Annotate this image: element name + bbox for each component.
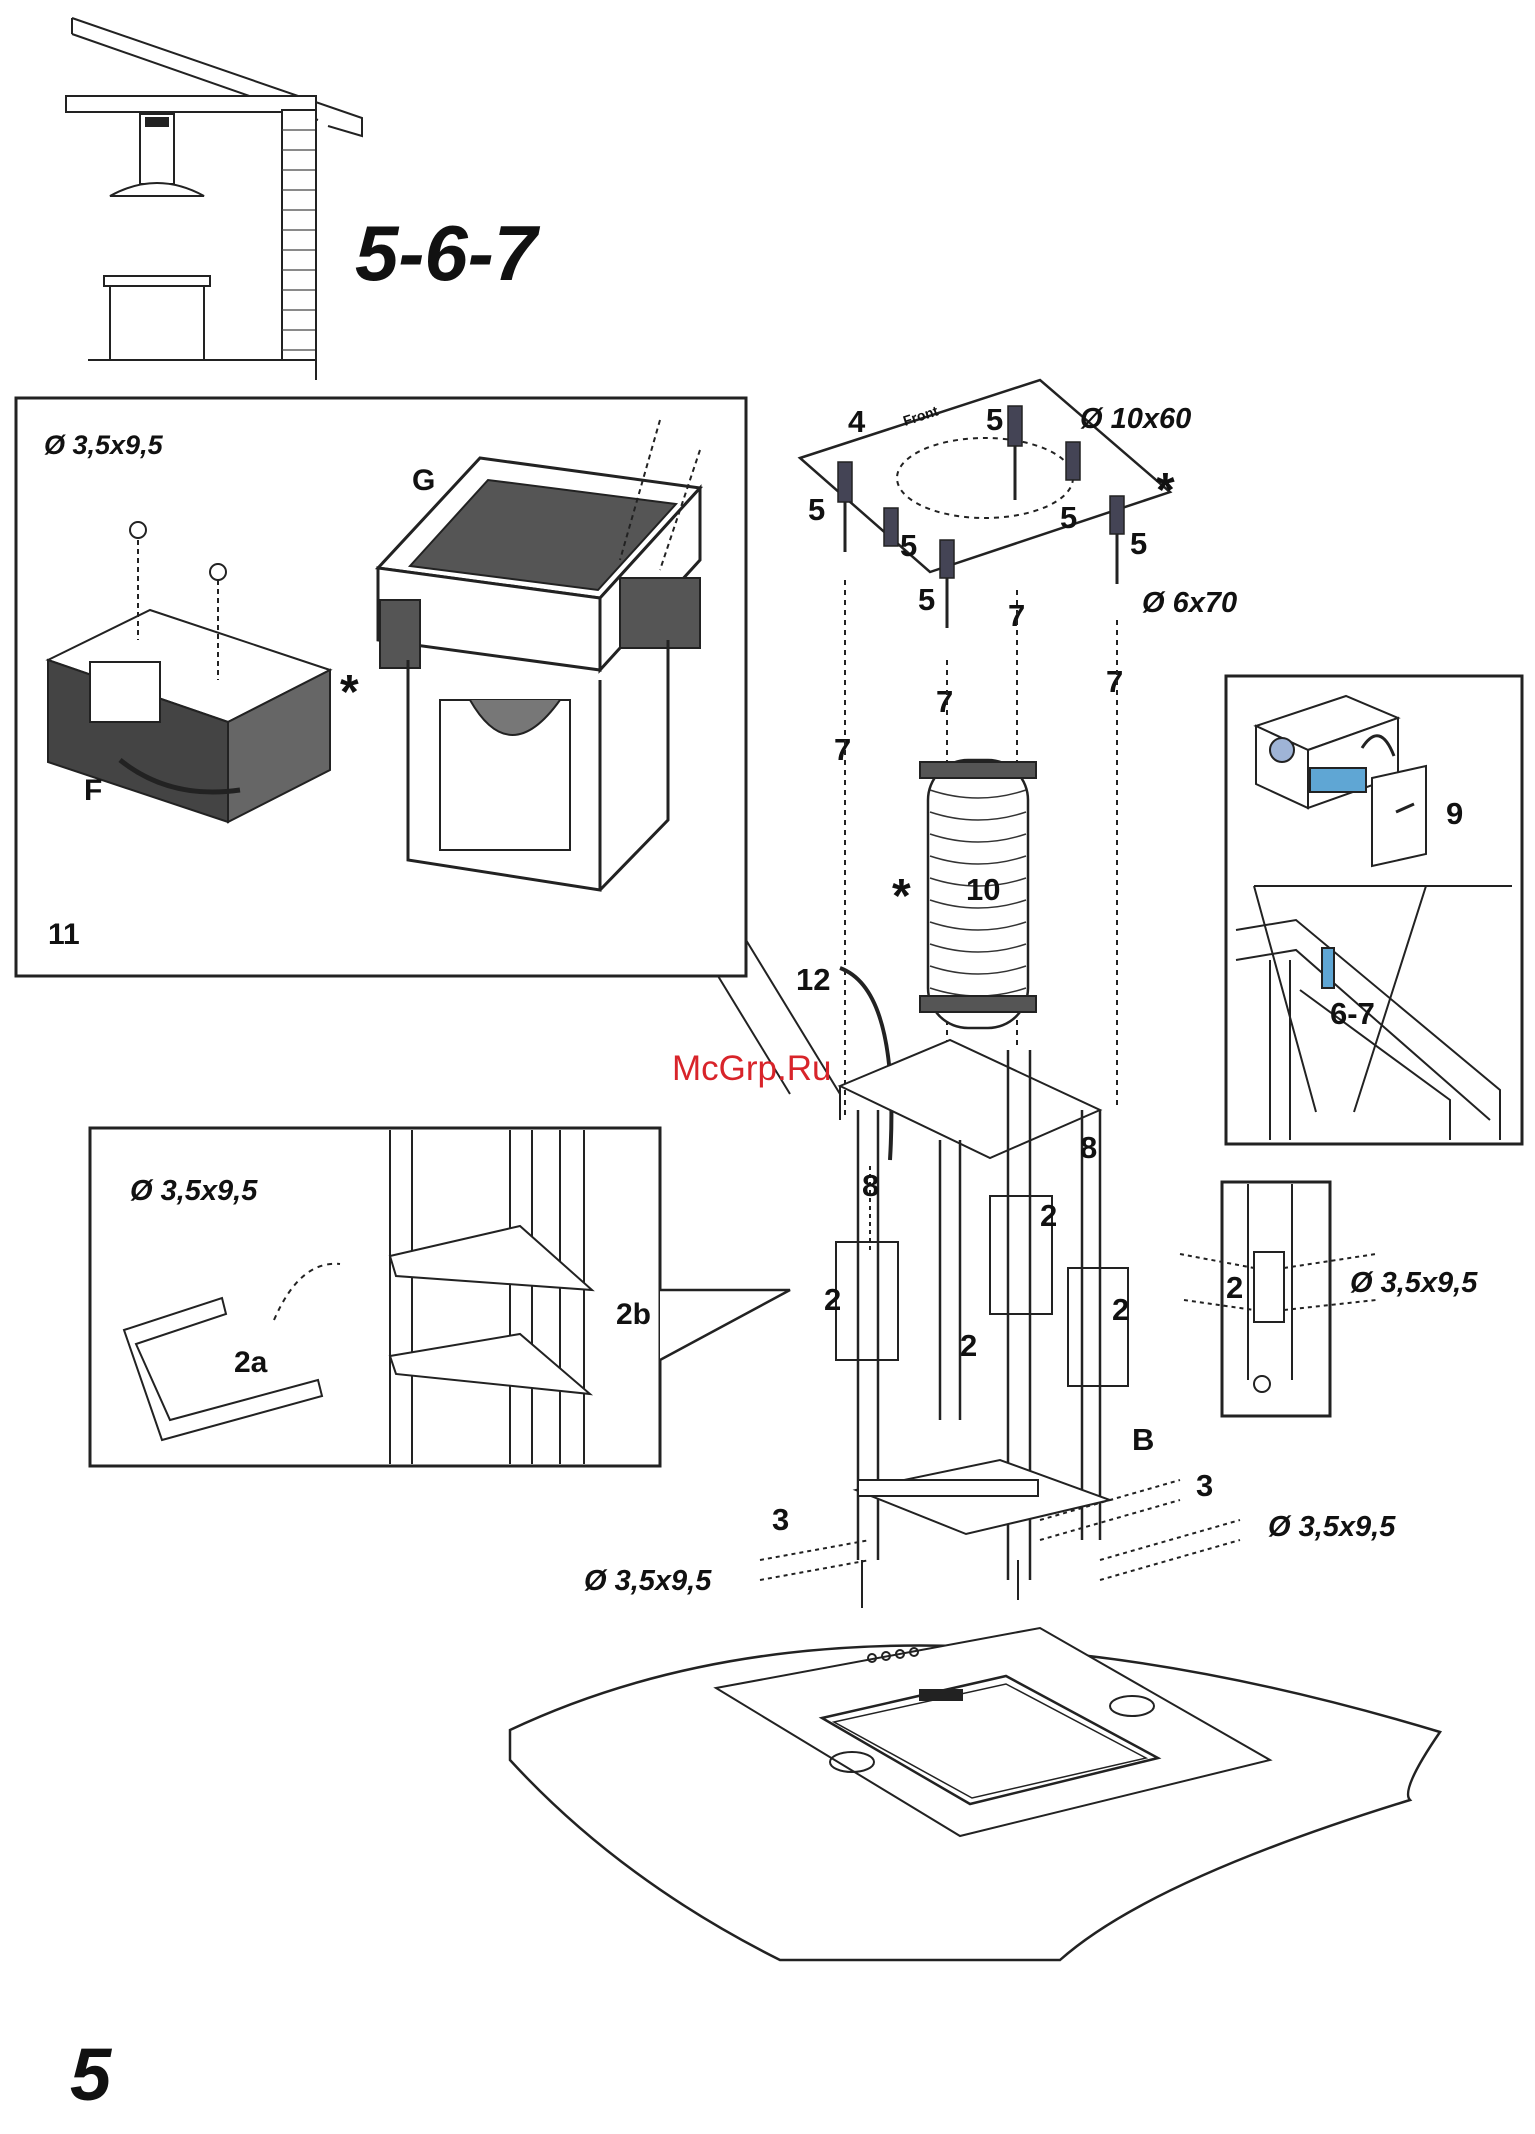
- panel-2-screw-spec: Ø 3,5x9,5: [130, 1175, 258, 1207]
- label-10: 10: [966, 872, 1000, 907]
- support-frame-icon: [836, 1040, 1128, 1580]
- label-12: 12: [796, 962, 830, 997]
- label-3-left: 3: [772, 1502, 789, 1537]
- label-f: F: [84, 774, 102, 807]
- label-7: 7: [936, 684, 953, 719]
- label-5: 5: [918, 582, 935, 617]
- house-sketch-icon: [66, 18, 362, 380]
- label-b: B: [1132, 1422, 1154, 1457]
- panel-11-screw-spec: Ø 3,5x9,5: [44, 430, 164, 460]
- asterisk-f: *: [340, 666, 359, 719]
- label-7: 7: [834, 732, 851, 767]
- label-5: 5: [1130, 526, 1147, 561]
- label-8-right: 8: [1080, 1130, 1097, 1165]
- label-5: 5: [1060, 500, 1077, 535]
- label-5: 5: [986, 402, 1003, 437]
- asterisk-ceiling: *: [1156, 464, 1175, 517]
- label-4: 4: [848, 404, 866, 439]
- page-number: 5: [70, 2033, 113, 2116]
- side-screw-spec: Ø 3,5x9,5: [1350, 1267, 1478, 1299]
- frame-screw-spec-left: Ø 3,5x9,5: [584, 1565, 712, 1597]
- label-7: 7: [1106, 664, 1123, 699]
- step-title: 5-6-7: [355, 209, 541, 297]
- label-2: 2: [960, 1328, 977, 1363]
- label-6-7: 6-7: [1330, 996, 1375, 1031]
- side-label-2: 2: [1226, 1270, 1243, 1305]
- asterisk-duct: *: [892, 870, 911, 923]
- label-5: 5: [808, 492, 825, 527]
- panel-9: [1226, 676, 1522, 1144]
- label-2: 2: [824, 1282, 841, 1317]
- hood-canopy-icon: [510, 1560, 1440, 1960]
- label-2b: 2b: [616, 1298, 651, 1331]
- label-3-right: 3: [1196, 1468, 1213, 1503]
- label-2: 2: [1112, 1292, 1129, 1327]
- screw-spec-6x70: Ø 6x70: [1142, 587, 1237, 619]
- label-9: 9: [1446, 796, 1463, 831]
- label-g: G: [412, 464, 435, 497]
- label-5: 5: [900, 528, 917, 563]
- watermark: McGrp.Ru: [672, 1049, 831, 1088]
- label-2: 2: [1040, 1198, 1057, 1233]
- panel-side: [1180, 1182, 1376, 1416]
- label-2a: 2a: [234, 1346, 268, 1379]
- frame-screw-spec-right: Ø 3,5x9,5: [1268, 1511, 1396, 1543]
- label-8-left: 8: [862, 1168, 879, 1203]
- label-7-group: 7 7 7 7: [834, 598, 1123, 767]
- label-11: 11: [48, 918, 80, 951]
- panel-11: [16, 398, 840, 1094]
- plug-spec: Ø 10x60: [1080, 403, 1191, 435]
